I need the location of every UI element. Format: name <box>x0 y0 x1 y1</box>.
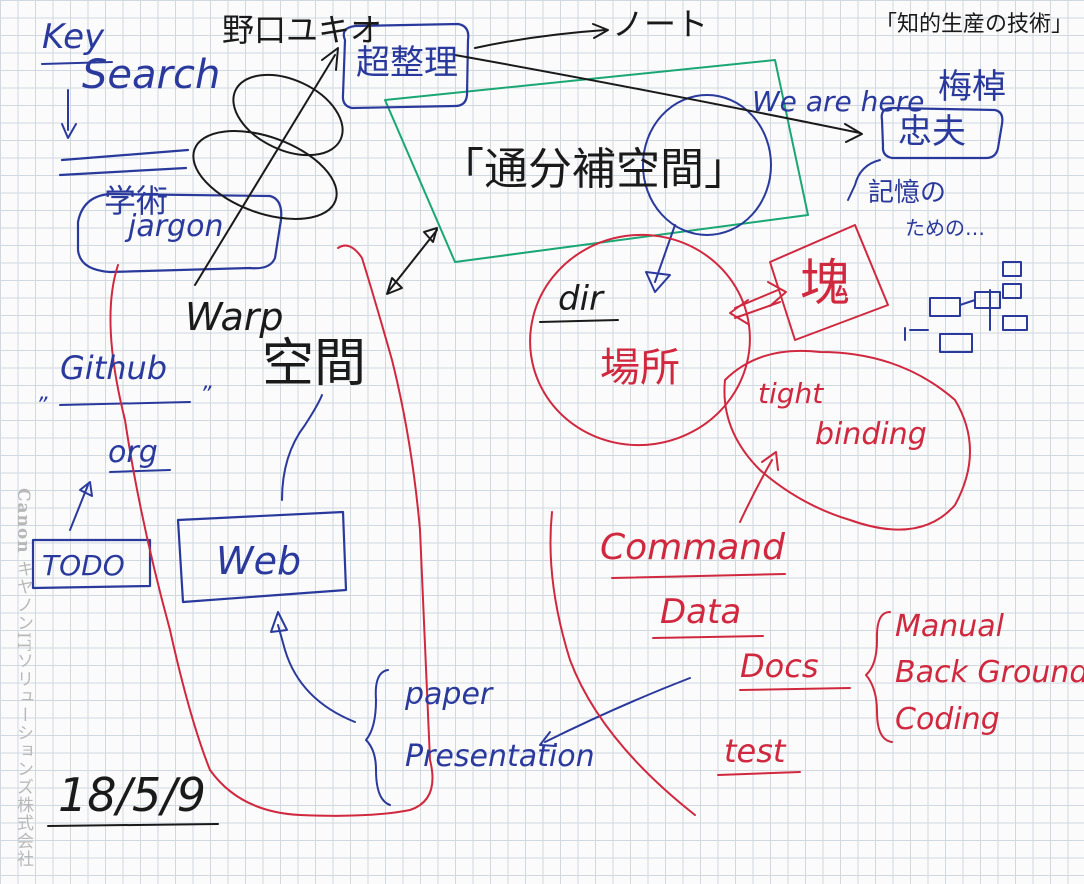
label-docs: Docs <box>740 647 819 685</box>
label-warp: Warp <box>185 295 284 339</box>
label-umesao: 梅棹 <box>938 67 1006 107</box>
company-name: キヤノンITソリューションズ株式会社 <box>13 560 33 869</box>
label-quote-open: ” <box>36 394 48 419</box>
label-note-top: ノート <box>612 5 709 43</box>
label-noguchi: 野口ユキオ <box>222 11 383 49</box>
ellipse-lower <box>192 130 338 220</box>
label-we-are-here: We are here <box>752 85 925 118</box>
label-tight: tight <box>758 377 824 410</box>
label-kioku: 記憶の <box>868 178 947 208</box>
label-presentation: Presentation <box>405 739 595 774</box>
label-tameno: ための… <box>905 216 985 240</box>
label-search: Search <box>82 52 221 98</box>
red-tight-loop <box>723 349 971 531</box>
label-background: Back Ground <box>895 655 1084 690</box>
box-tadao <box>880 106 1004 160</box>
brand-logo-text: Canon <box>13 488 33 554</box>
label-kuukan: 空間 <box>262 334 367 394</box>
label-book-ref: 「知的生産の技術」 <box>875 12 1074 37</box>
label-gakujutsu: 学術 <box>104 182 169 220</box>
label-command: Command <box>600 527 786 568</box>
label-key: Key <box>42 17 105 57</box>
box-jargon <box>76 192 283 274</box>
label-chouseiri: 超整理 <box>356 43 458 83</box>
red-warp-loop <box>109 244 434 817</box>
paper-brand-sidebar: Canon キヤノンITソリューションズ株式会社 <box>12 488 36 868</box>
label-todo: TODO <box>42 549 125 582</box>
label-basho: 場所 <box>600 345 680 391</box>
ellipse-upper <box>232 73 344 157</box>
label-date: 18/5/9 <box>58 768 207 822</box>
box-chouseiri <box>341 22 470 110</box>
blue-circle <box>642 94 772 236</box>
green-frame <box>384 59 809 263</box>
label-tadao: 忠夫 <box>898 112 966 152</box>
label-github: Github <box>60 349 168 387</box>
label-coding: Coding <box>895 702 1000 737</box>
label-web: Web <box>216 539 302 583</box>
label-jargon: jargon <box>128 209 224 244</box>
box-web <box>176 510 348 604</box>
label-katamari: 塊 <box>800 254 850 312</box>
label-test: test <box>724 732 786 770</box>
label-dir: dir <box>558 279 604 319</box>
box-todo <box>31 538 152 590</box>
label-org: org <box>108 435 158 470</box>
red-dir-loop <box>529 233 751 447</box>
label-binding: binding <box>815 417 927 452</box>
label-quote-close: ” <box>200 383 212 408</box>
red-box-katamari <box>769 224 889 341</box>
label-central-space: 「通分補空間」 <box>440 144 748 195</box>
label-manual: Manual <box>895 609 1005 644</box>
label-paper: paper <box>405 677 493 712</box>
label-data: Data <box>660 592 742 632</box>
